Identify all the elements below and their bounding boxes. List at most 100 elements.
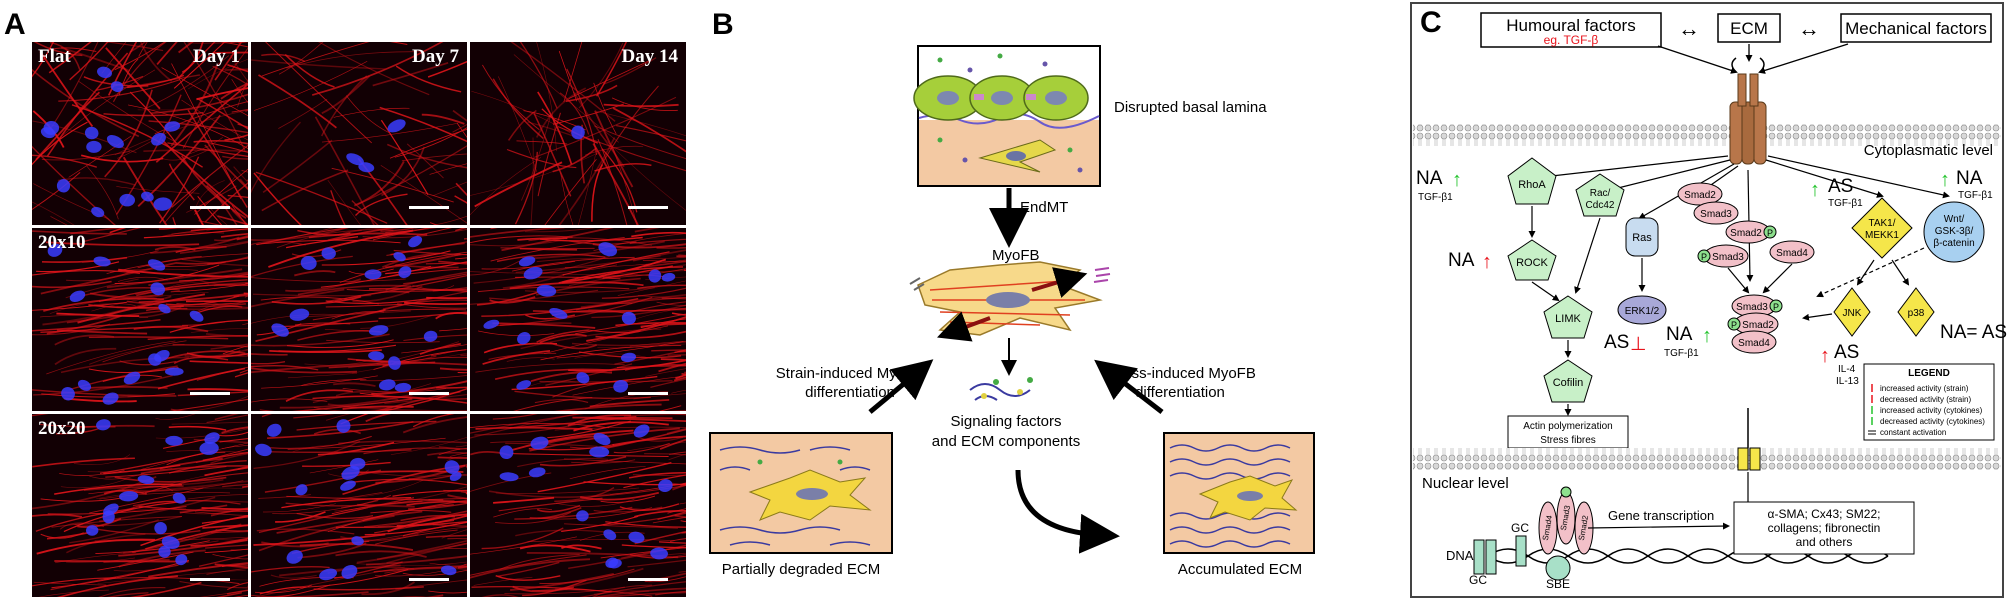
label-tgf-4: TGF-β1 bbox=[1664, 348, 1699, 359]
row-label-20x10: 20x10 bbox=[38, 232, 86, 253]
label-accumulated-ecm: Accumulated ECM bbox=[1178, 561, 1302, 578]
label-na-4: NA bbox=[1666, 324, 1693, 345]
scale-bar bbox=[190, 392, 230, 395]
na-up-green-2: ↑ bbox=[1940, 169, 1950, 191]
label-smad2-d: Smad2 bbox=[1577, 514, 1590, 541]
receptor-icon bbox=[1729, 57, 1767, 165]
micrograph-texture bbox=[470, 228, 686, 411]
micrograph-20x20-day1: 20x20 bbox=[32, 414, 248, 597]
label-myofb: MyoFB bbox=[992, 247, 1040, 264]
label-wnt-1: Wnt/ bbox=[1944, 214, 1965, 225]
label-smad3-c: Smad3 bbox=[1736, 302, 1768, 313]
micrograph-20x20-day14 bbox=[470, 414, 686, 597]
label-gene-transcription: Gene transcription bbox=[1608, 508, 1714, 523]
label-ras: Ras bbox=[1632, 232, 1652, 244]
scale-bar bbox=[628, 578, 668, 581]
nuclear-membrane bbox=[1413, 448, 2001, 470]
strain-arrow bbox=[868, 359, 934, 414]
micrograph-texture bbox=[32, 42, 248, 225]
label-signaling-2: and ECM components bbox=[932, 433, 1080, 450]
scale-bar bbox=[190, 206, 230, 209]
col-label-day7: Day 7 bbox=[412, 46, 459, 67]
label-tgf-1: TGF-β1 bbox=[1418, 192, 1453, 203]
signaling-factors-icon bbox=[969, 377, 1033, 401]
label-p38: p38 bbox=[1908, 308, 1925, 319]
wnt-shape bbox=[1923, 201, 1985, 263]
label-smad3-b: Smad3 bbox=[1712, 252, 1744, 263]
label-ecm: ECM bbox=[1730, 19, 1768, 38]
na-up-green-1: ↑ bbox=[1452, 169, 1462, 191]
label-rhoa: RhoA bbox=[1518, 179, 1546, 191]
label-targets-3: and others bbox=[1796, 535, 1853, 549]
label-il13: IL-13 bbox=[1836, 376, 1859, 387]
micrograph-texture bbox=[251, 228, 467, 411]
label-gc-1: GC bbox=[1469, 573, 1487, 587]
col-label-day14: Day 14 bbox=[621, 46, 678, 67]
label-na-1: NA bbox=[1416, 168, 1443, 189]
micrograph-flat-day14: Day 14 bbox=[470, 42, 686, 225]
micrograph-20x10-day14 bbox=[470, 228, 686, 411]
legend-item-1: decreased activity (strain) bbox=[1880, 395, 1971, 404]
tak1-shape bbox=[1851, 197, 1913, 259]
label-mechanical-factors: Mechanical factors bbox=[1845, 19, 1987, 38]
legend-item-0: increased activity (strain) bbox=[1880, 384, 1969, 393]
label-p-2: P bbox=[1701, 252, 1707, 262]
row-label-20x20: 20x20 bbox=[38, 418, 86, 439]
label-p-1: P bbox=[1767, 228, 1773, 238]
basal-lamina-box bbox=[913, 45, 1101, 187]
label-rac: Rac/ bbox=[1590, 188, 1611, 199]
cell-membrane bbox=[1413, 124, 2001, 146]
label-jnk: JNK bbox=[1843, 308, 1862, 319]
label-wnt-3: β-catenin bbox=[1933, 238, 1974, 249]
panel-c-letter: C bbox=[1420, 6, 1442, 39]
panel-c-frame bbox=[1410, 2, 2004, 598]
micrograph-flat-day7: Day 7 bbox=[251, 42, 467, 225]
panel-b-letter: B bbox=[712, 8, 734, 41]
scale-bar bbox=[190, 578, 230, 581]
jnk-shape bbox=[1833, 287, 1871, 337]
label-smad3-d: Smad3 bbox=[1559, 504, 1572, 531]
col-label-day1: Day 1 bbox=[193, 46, 240, 67]
legend-item-3: decreased activity (cytokines) bbox=[1880, 417, 1985, 426]
panel-a-letter: A bbox=[4, 8, 26, 41]
micrograph-20x20-day7 bbox=[251, 414, 467, 597]
micrograph-flat-day1: Flat Day 1 bbox=[32, 42, 248, 225]
label-tgf-eg: eg. TGF-β bbox=[1544, 33, 1599, 47]
scale-bar bbox=[409, 206, 449, 209]
label-tgf-2: TGF-β1 bbox=[1828, 198, 1863, 209]
label-smad3-a: Smad3 bbox=[1700, 209, 1732, 220]
label-limk: LIMK bbox=[1555, 313, 1581, 325]
label-targets-1: α-SMA; Cx43; SM22; bbox=[1768, 507, 1881, 521]
label-smad4-c: Smad4 bbox=[1541, 514, 1554, 541]
arrow-lr-2: ↔ bbox=[1798, 16, 1820, 41]
label-endmt: EndMT bbox=[1020, 199, 1068, 216]
myofibroblast-cell bbox=[909, 261, 1111, 342]
ras-shape bbox=[1625, 217, 1659, 257]
legend-item-2: increased activity (cytokines) bbox=[1880, 406, 1983, 415]
label-actin-1: Actin polymerization bbox=[1523, 421, 1612, 432]
legend-item-4: constant activation bbox=[1880, 428, 1946, 437]
label-tak1: TAK1/ bbox=[1868, 218, 1895, 229]
label-tgf-3: TGF-β1 bbox=[1958, 190, 1993, 201]
scale-bar bbox=[409, 578, 449, 581]
micrograph-texture bbox=[251, 42, 467, 225]
label-gc-2: GC bbox=[1511, 521, 1529, 535]
cofilin-shape bbox=[1543, 359, 1593, 403]
rac-cdc42-shape bbox=[1575, 173, 1625, 217]
panel-c-diagram: C Humoural factors eg. TGF-β ↔ ECM ↔ Mec… bbox=[1410, 2, 2007, 598]
erk-shape bbox=[1617, 295, 1667, 325]
accumulation-arrow bbox=[1015, 469, 1120, 554]
label-p-4: P bbox=[1731, 320, 1737, 330]
label-as-1: AS bbox=[1828, 176, 1853, 197]
label-p-3: P bbox=[1773, 302, 1779, 312]
label-rock: ROCK bbox=[1516, 257, 1548, 269]
label-strain-1: Strain-induced MyoFB bbox=[776, 365, 924, 382]
stress-arrow bbox=[1094, 359, 1164, 414]
scale-bar bbox=[409, 392, 449, 395]
scale-bar bbox=[628, 392, 668, 395]
micrograph-20x10-day7 bbox=[251, 228, 467, 411]
row-label-flat: Flat bbox=[38, 46, 71, 67]
label-erk: ERK1/2 bbox=[1625, 306, 1660, 317]
label-smad4-a: Smad4 bbox=[1776, 248, 1808, 259]
microscopy-grid: Flat Day 1 Day 7 Day 14 20x10 20x20 bbox=[32, 42, 686, 597]
